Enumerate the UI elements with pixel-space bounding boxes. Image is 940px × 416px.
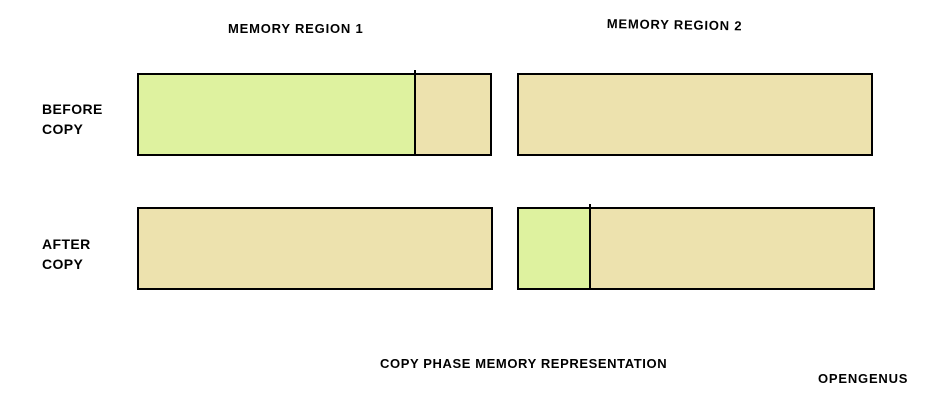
- before-copy-label-line2: COPY: [42, 121, 84, 137]
- free-segment: [139, 209, 491, 288]
- after-region2-block: [517, 204, 875, 290]
- before-region2-block: [517, 73, 873, 156]
- after-region1-block: [137, 207, 493, 290]
- after-copy-label: AFTER COPY: [42, 234, 91, 274]
- occupied-segment: [519, 209, 591, 288]
- free-segment: [414, 75, 490, 154]
- memory-region-2-title: MEMORY REGION 2: [606, 16, 743, 34]
- after-copy-label-line2: COPY: [42, 256, 84, 272]
- before-copy-label-line1: BEFORE: [42, 101, 103, 117]
- before-region1-block: [137, 70, 492, 156]
- segment-divider: [413, 70, 416, 154]
- diagram-caption: COPY PHASE MEMORY REPRESENTATION: [380, 356, 668, 371]
- memory-region-1-title: MEMORY REGION 1: [228, 21, 364, 36]
- free-segment: [519, 75, 871, 154]
- free-segment: [590, 209, 873, 288]
- before-copy-label: BEFORE COPY: [42, 99, 103, 139]
- occupied-segment: [139, 75, 415, 154]
- segment-divider: [589, 204, 592, 288]
- brand-opengenus: OPENGENUS: [818, 371, 909, 386]
- after-copy-label-line1: AFTER: [42, 236, 91, 252]
